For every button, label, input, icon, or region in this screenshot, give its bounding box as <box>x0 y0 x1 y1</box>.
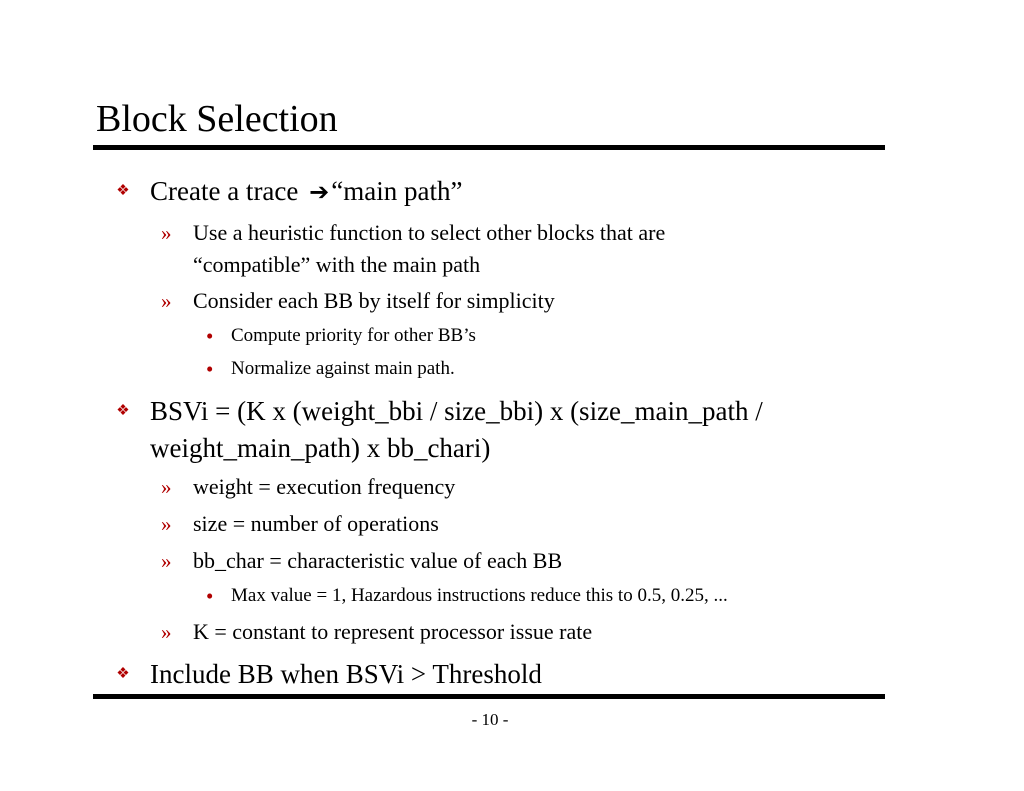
page-number: - 10 - <box>471 710 509 729</box>
slide-title: Block Selection <box>96 98 338 140</box>
sub-bullet-heuristic-line1: Use a heuristic function to select other… <box>193 220 666 245</box>
diamond-bullet-icon: ❖ <box>116 403 130 419</box>
sub-sub-bullet-compute-priority: Compute priority for other BB’s <box>231 325 476 346</box>
sub-sub-bullet-normalize: Normalize against main path. <box>231 358 455 379</box>
chevron-bullet-icon: » <box>161 289 172 313</box>
diamond-bullet-icon: ❖ <box>116 183 130 199</box>
footer-divider <box>93 694 885 699</box>
bullet-bsvi-formula-line1: BSVi = (K x (weight_bbi / size_bbi) x (s… <box>150 396 763 426</box>
chevron-bullet-icon: » <box>161 549 172 573</box>
sub-bullet-k-constant: K = constant to represent processor issu… <box>193 619 593 644</box>
bullet-main-path-text: “main path” <box>331 176 463 206</box>
sub-sub-bullet-max-value: Max value = 1, Hazardous instructions re… <box>231 585 728 606</box>
title-divider <box>93 145 885 150</box>
bullet-create-trace: Create a trace ➔“main path” <box>150 171 462 212</box>
chevron-bullet-icon: » <box>161 512 172 536</box>
bullet-bsvi-formula-line2: weight_main_path) x bb_chari) <box>150 433 491 463</box>
sub-bullet-consider-each-bb: Consider each BB by itself for simplicit… <box>193 288 555 313</box>
sub-bullet-size: size = number of operations <box>193 511 439 536</box>
right-arrow-icon: ➔ <box>309 178 330 206</box>
sub-bullet-bb-char: bb_char = characteristic value of each B… <box>193 548 563 573</box>
dot-bullet-icon: • <box>206 357 214 381</box>
dot-bullet-icon: • <box>206 324 214 348</box>
sub-bullet-heuristic-line2: “compatible” with the main path <box>193 252 481 277</box>
chevron-bullet-icon: » <box>161 620 172 644</box>
chevron-bullet-icon: » <box>161 475 172 499</box>
dot-bullet-icon: • <box>206 584 214 608</box>
chevron-bullet-icon: » <box>161 221 172 245</box>
diamond-bullet-icon: ❖ <box>116 666 130 682</box>
bullet-include-bb: Include BB when BSVi > Threshold <box>150 659 542 689</box>
sub-bullet-weight: weight = execution frequency <box>193 474 456 499</box>
bullet-create-trace-text: Create a trace <box>150 176 306 206</box>
